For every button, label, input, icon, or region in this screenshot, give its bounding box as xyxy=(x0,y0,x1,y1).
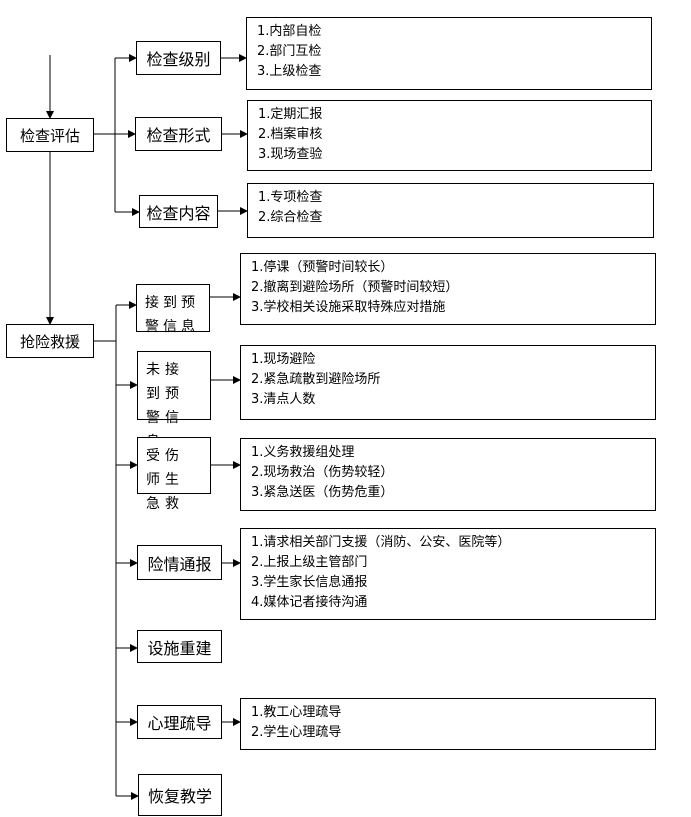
node-check-level: 检查级别 xyxy=(136,41,221,75)
node-label: 险情通报 xyxy=(147,554,212,574)
list-item: 1.内部自检 xyxy=(257,24,322,39)
list-danger-report: 1.请求相关部门支援（消防、公安、医院等） 2.上报上级主管部门 3.学生家长信… xyxy=(240,528,656,620)
node-check-content: 检查内容 xyxy=(139,195,218,228)
list-item: 3.紧急送医（伤势危重） xyxy=(251,485,394,500)
list-item: 1.请求相关部门支援（消防、公安、医院等） xyxy=(251,535,511,550)
list-no-warning: 1.现场避险 2.紧急疏散到避险场所 3.清点人数 xyxy=(240,345,656,420)
list-item: 1.义务救援组处理 xyxy=(251,445,355,460)
list-check-form: 1.定期汇报 2.档案审核 3.现场查验 xyxy=(247,100,652,171)
list-check-content: 1.专项检查 2.综合检查 xyxy=(247,183,654,238)
list-item: 2.紧急疏散到避险场所 xyxy=(251,372,381,387)
list-item: 4.媒体记者接待沟通 xyxy=(251,595,368,610)
list-item: 2.现场救治（伤势较轻） xyxy=(251,465,394,480)
list-item: 2.上报上级主管部门 xyxy=(251,555,368,570)
node-label: 恢复教学 xyxy=(147,787,212,806)
list-psych-counsel: 1.教工心理疏导 2.学生心理疏导 xyxy=(240,698,656,750)
node-facility-rebuild: 设施重建 xyxy=(137,630,222,663)
node-label: 心理疏导 xyxy=(147,714,212,733)
list-item: 3.清点人数 xyxy=(251,392,316,407)
node-no-warning: 未接到预警信息 xyxy=(137,351,211,450)
list-item: 1.现场避险 xyxy=(251,352,316,367)
list-item: 1.停课（预警时间较长） xyxy=(251,260,394,275)
list-item: 2.撤离到避险场所（预警时间较短） xyxy=(251,280,459,295)
node-label: 受伤师生急救 xyxy=(146,448,184,512)
list-item: 2.综合检查 xyxy=(258,210,323,225)
list-item: 2.档案审核 xyxy=(258,127,323,142)
node-label: 设施重建 xyxy=(147,638,212,658)
node-danger-report: 险情通报 xyxy=(137,545,222,580)
node-first-aid: 受伤师生急救 xyxy=(137,437,211,512)
node-label: 检查级别 xyxy=(146,50,211,69)
list-item: 3.上级检查 xyxy=(257,64,322,79)
list-item: 3.学生家长信息通报 xyxy=(251,575,368,590)
list-first-aid: 1.义务救援组处理 2.现场救治（伤势较轻） 3.紧急送医（伤势危重） xyxy=(240,438,656,511)
node-psych-counsel: 心理疏导 xyxy=(137,705,222,739)
list-check-level: 1.内部自检 2.部门互检 3.上级检查 xyxy=(246,17,652,90)
list-item: 2.学生心理疏导 xyxy=(251,725,342,740)
node-check-form: 检查形式 xyxy=(135,117,222,151)
list-item: 2.部门互检 xyxy=(257,44,322,59)
list-item: 3.现场查验 xyxy=(258,147,323,162)
node-warning-received: 接到预警信息 xyxy=(136,284,210,335)
root-rescue-label: 抢险救援 xyxy=(19,332,80,351)
list-item: 1.教工心理疏导 xyxy=(251,705,342,720)
node-resume-teaching: 恢复教学 xyxy=(138,774,222,816)
list-item: 3.学校相关设施采取特殊应对措施 xyxy=(251,300,446,315)
list-warning-received: 1.停课（预警时间较长） 2.撤离到避险场所（预警时间较短） 3.学校相关设施采… xyxy=(240,253,656,325)
list-item: 1.专项检查 xyxy=(258,190,323,205)
root-rescue-box: 抢险救援 xyxy=(6,324,94,358)
node-label: 接到预警信息 xyxy=(145,295,199,335)
root-check-box: 检查评估 xyxy=(6,118,94,152)
node-label: 检查内容 xyxy=(146,203,211,223)
root-check-label: 检查评估 xyxy=(19,126,80,145)
list-item: 1.定期汇报 xyxy=(258,107,323,122)
node-label: 检查形式 xyxy=(146,126,211,145)
